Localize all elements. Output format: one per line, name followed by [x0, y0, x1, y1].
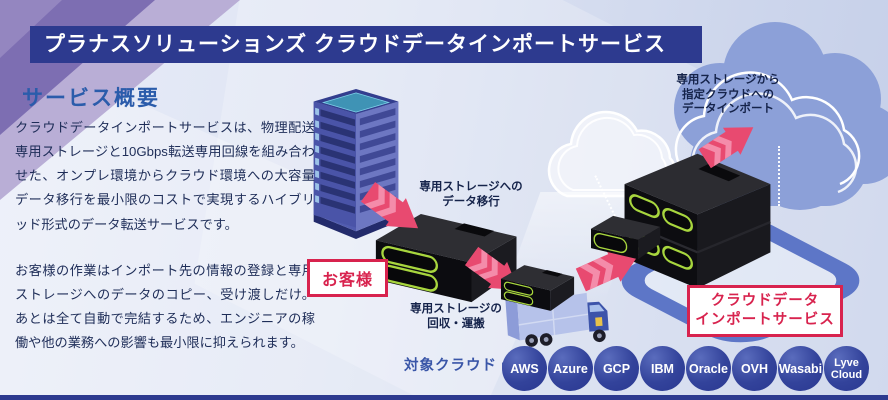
page-title: プラナスソリューションズ クラウドデータインポートサービス: [44, 33, 666, 56]
cloud-provider-gcp: GCP: [594, 346, 639, 391]
pickup-step-label: 専用ストレージの 回収・運搬: [410, 301, 502, 330]
customer-label-box: お客様: [307, 259, 389, 297]
data-flow-arrow-icon: [360, 182, 419, 229]
cloud-provider-list: AWS Azure GCP IBM Oracle OVH Wasabi Lyve…: [502, 346, 869, 391]
cloud-provider-ibm: IBM: [640, 346, 685, 391]
migration-step-label: 専用ストレージへの データ移行: [419, 179, 523, 208]
cloud-provider-aws: AWS: [502, 346, 547, 391]
dotted-connector-line: [778, 146, 780, 206]
cloud-provider-oracle: Oracle: [686, 346, 731, 391]
target-clouds-label: 対象クラウド: [404, 358, 497, 374]
cloud-illustration-outline: [547, 110, 675, 198]
section-heading: サービス概要: [22, 87, 160, 110]
cloud-provider-lyve-cloud: Lyve Cloud: [824, 346, 869, 391]
storage-drawer-illustration: [591, 215, 661, 260]
data-flow-arrow-icon: [575, 249, 640, 292]
cloud-provider-wasabi: Wasabi: [778, 346, 823, 391]
title-banner: プラナスソリューションズ クラウドデータインポートサービス: [30, 26, 702, 63]
overview-paragraph-2: お客様の作業はインポート先の情報の登録と専用ストレージへのデータのコピー、受け渡…: [15, 263, 315, 351]
service-name-box: クラウドデータ インポートサービス: [687, 285, 843, 337]
data-flow-arrow-icon: [698, 127, 754, 169]
storage-device-illustration-small: [500, 265, 575, 311]
bottom-navy-strip: [0, 395, 888, 400]
cloud-import-label: 専用ストレージから 指定クラウドへの データインポート: [676, 72, 780, 115]
overview-paragraph-1: クラウドデータインポートサービスは、物理配送専用ストレージと10Gbps転送専用…: [15, 120, 315, 232]
cloud-provider-ovh: OVH: [732, 346, 777, 391]
cloud-provider-azure: Azure: [548, 346, 593, 391]
